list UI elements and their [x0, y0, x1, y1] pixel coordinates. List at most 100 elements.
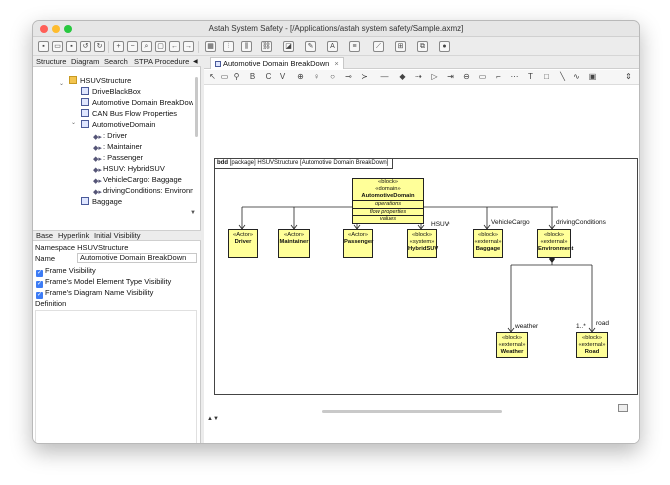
group-icon[interactable]: ⧉	[417, 41, 428, 52]
image-tool-icon[interactable]: ▣	[588, 72, 597, 81]
tree-item[interactable]: DriveBlackBox	[81, 87, 141, 97]
forward-arrow-icon[interactable]: →	[183, 41, 194, 52]
note-tool-icon[interactable]: ▭	[478, 72, 487, 81]
open-folder-icon[interactable]: ▭	[52, 41, 63, 52]
align-icon[interactable]: ⫶	[223, 41, 234, 52]
block-weather[interactable]: «block»«external»Weather	[496, 332, 528, 358]
tree-item[interactable]: ◆▸: Passenger	[93, 153, 143, 163]
block-driver[interactable]: «Actor»Driver	[228, 229, 258, 258]
block-hybridsuv[interactable]: «block»«system»HybridSUV	[407, 229, 438, 258]
name-field[interactable]: Automotive Domain BreakDown	[77, 253, 197, 263]
constraint-tool-icon[interactable]: C	[265, 72, 272, 81]
diagram-canvas[interactable]: bdd [package] HSUVStructure [Automotive …	[204, 86, 639, 443]
zoom-out-icon[interactable]: −	[127, 41, 138, 52]
tree-item[interactable]: ◆▸: Maintainer	[93, 142, 142, 152]
distribute-icon[interactable]: ⫼	[241, 41, 252, 52]
expand-caret-icon[interactable]: ⌄	[71, 120, 77, 126]
definition-textarea[interactable]	[35, 310, 197, 443]
pin-tool-icon[interactable]: ⚲	[233, 72, 240, 81]
compartment-operations[interactable]: operations	[353, 200, 423, 208]
tab-overflow-icon[interactable]: ◀	[193, 59, 198, 65]
tree-item[interactable]: ◆▸: Driver	[93, 131, 127, 141]
tab-hyperlink[interactable]: Hyperlink	[58, 231, 90, 240]
frame-model-element-type-visibility-checkbox[interactable]: ✓Frame's Model Element Type Visibility	[36, 277, 172, 288]
line-color-icon[interactable]: ✎	[305, 41, 316, 52]
minimize-window-button[interactable]	[52, 25, 60, 33]
fit-height-icon[interactable]: ⇕	[625, 72, 632, 81]
block-road[interactable]: «block»«external»Road	[576, 332, 608, 358]
close-window-button[interactable]	[40, 25, 48, 33]
layout-icon[interactable]: ▦	[205, 41, 216, 52]
flow-spec-tool-icon[interactable]: ⊕	[297, 72, 304, 81]
font-color-icon[interactable]: A	[327, 41, 338, 52]
arrange-icon[interactable]: ⊞	[395, 41, 406, 52]
association-tool-icon[interactable]: —	[380, 72, 389, 81]
line-tool-icon[interactable]: ╲	[560, 72, 565, 81]
redo-icon[interactable]: ↻	[94, 41, 105, 52]
overview-map-icon[interactable]	[618, 404, 628, 412]
tree-item[interactable]: ◆▸drivingConditions: Environm	[93, 186, 193, 196]
block-tool-icon[interactable]: B	[249, 72, 256, 81]
block-maintainer[interactable]: «Actor»Maintainer	[278, 229, 310, 258]
tab-initial-visibility[interactable]: Initial Visibility	[94, 231, 141, 240]
canvas-scroll-arrows-icon[interactable]: ▲▼	[207, 416, 219, 422]
block-passenger[interactable]: «Actor»Passenger	[343, 229, 373, 258]
block-environment[interactable]: «block»«external»Environment	[537, 229, 573, 258]
zoom-in-icon[interactable]: +	[113, 41, 124, 52]
tab-diagram[interactable]: Diagram	[71, 57, 100, 66]
composition-tool-icon[interactable]: ◆	[399, 72, 406, 81]
containment-tool-icon[interactable]: ⊖	[463, 72, 470, 81]
generalization-tool-icon[interactable]: ▷	[431, 72, 438, 81]
tab-search[interactable]: Search	[104, 57, 128, 66]
canvas-horizontal-scrollbar[interactable]	[322, 410, 502, 413]
bdd-frame[interactable]: bdd [package] HSUVStructure [Automotive …	[214, 158, 638, 395]
select-tool-icon[interactable]: ↖	[209, 72, 216, 81]
port-tool-icon[interactable]: ○	[330, 72, 335, 81]
line-style-icon[interactable]: ≡	[349, 41, 360, 52]
line-shape-icon[interactable]: ⟋	[373, 41, 384, 52]
compartment-flow-properties[interactable]: flow properties	[353, 207, 423, 216]
expand-caret-icon[interactable]: ⌄	[59, 81, 65, 87]
block-baggage[interactable]: «block»«external»Baggage	[473, 229, 503, 258]
frame-diagram-name-visibility-checkbox[interactable]: ✓Frame's Diagram Name Visibility	[36, 288, 154, 299]
fit-window-icon[interactable]: ▢	[155, 41, 166, 52]
shape-icon[interactable]: ●	[439, 41, 450, 52]
actor-tool-icon[interactable]: ♀	[313, 72, 320, 81]
tree-item[interactable]: AutomotiveDomain	[81, 120, 155, 130]
block-automotivedomain[interactable]: «block» «domain» AutomotiveDomain operat…	[352, 178, 424, 224]
dashed-line-tool-icon[interactable]: ⋯	[510, 72, 519, 81]
undo-icon[interactable]: ↺	[80, 41, 91, 52]
tab-stpa-procedure[interactable]: STPA Procedure	[134, 57, 190, 66]
dependency-tool-icon[interactable]: ⇢	[415, 72, 422, 81]
close-tab-icon[interactable]: ×	[334, 59, 339, 68]
tree-item[interactable]: Baggage	[81, 197, 122, 207]
realization-tool-icon[interactable]: ⇥	[447, 72, 454, 81]
tab-base[interactable]: Base	[36, 231, 54, 240]
compartment-values[interactable]: values	[353, 215, 423, 223]
tab-structure[interactable]: Structure	[36, 57, 67, 66]
tab-automotive-domain-breakdown[interactable]: Automotive Domain BreakDown ×	[210, 57, 344, 69]
tree-item[interactable]: ◆▸VehicleCargo: Baggage	[93, 175, 182, 185]
maximize-window-button[interactable]	[64, 25, 72, 33]
tree-item[interactable]: HSUVStructure	[69, 76, 131, 86]
hand-tool-icon[interactable]: ▭	[220, 72, 229, 81]
text-tool-icon[interactable]: T	[528, 72, 533, 81]
zoom-fit-icon[interactable]: ⌕	[141, 41, 152, 52]
new-file-icon[interactable]: ▪	[38, 41, 49, 52]
tree-item[interactable]: CAN Bus Flow Properties	[81, 109, 177, 119]
back-arrow-icon[interactable]: ←	[169, 41, 180, 52]
value-type-tool-icon[interactable]: V	[279, 72, 286, 81]
frame-visibility-checkbox[interactable]: ✓Frame Visibility	[36, 266, 96, 277]
tree-item[interactable]: Automotive Domain BreakDown	[81, 98, 193, 108]
tree-item[interactable]: ◆▸HSUV: HybridSUV	[93, 164, 165, 174]
rectangle-tool-icon[interactable]: □	[544, 72, 549, 81]
save-icon[interactable]: ▪	[66, 41, 77, 52]
curve-tool-icon[interactable]: ∿	[573, 72, 580, 81]
anchor-tool-icon[interactable]: ⌐	[496, 72, 501, 81]
tree-scroll-down-icon[interactable]: ▼	[190, 210, 196, 216]
require-tool-icon[interactable]: ≻	[361, 72, 368, 81]
tree-scrollbar[interactable]	[195, 77, 198, 137]
link-icon[interactable]: ⛓	[261, 41, 272, 52]
interface-tool-icon[interactable]: ⊸	[345, 72, 352, 81]
